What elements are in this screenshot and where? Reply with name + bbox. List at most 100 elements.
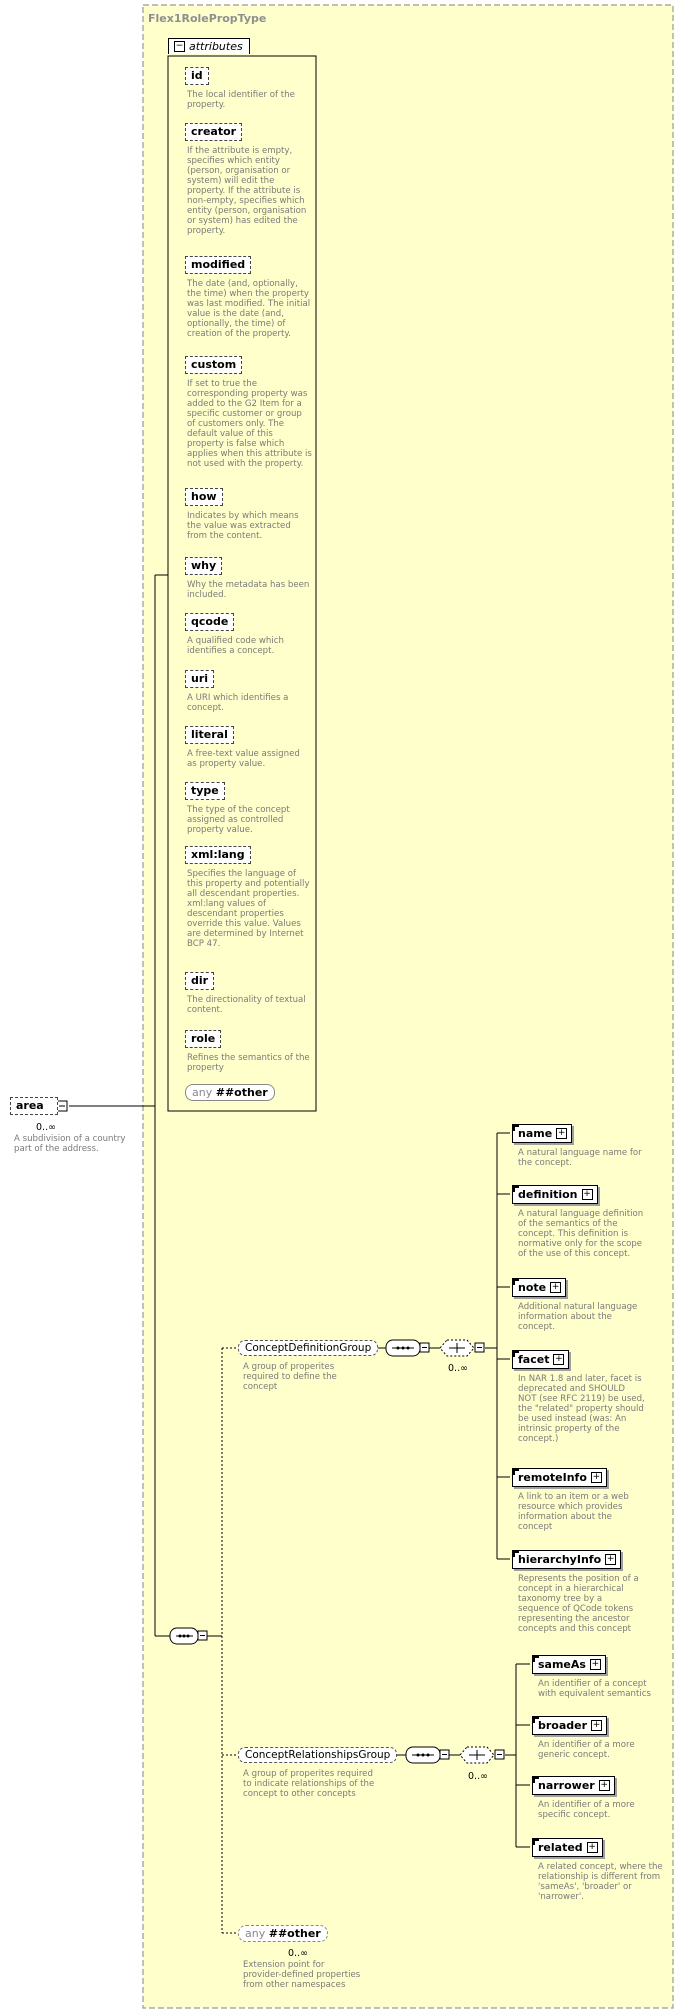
- attribute-4[interactable]: how: [185, 488, 223, 506]
- element-corner-mark: [513, 1469, 519, 1475]
- expand-icon[interactable]: +: [598, 1780, 610, 1791]
- attributes-label: attributes: [189, 40, 243, 53]
- any-other-cardinality: 0..∞: [288, 1948, 308, 1959]
- expand-icon[interactable]: +: [553, 1354, 565, 1365]
- concept_definition_group-element-desc-0: A natural language name for the concept.: [518, 1148, 642, 1168]
- concept_relationships_group-element-2[interactable]: narrower+: [532, 1776, 615, 1795]
- attribute-10[interactable]: xml:lang: [185, 846, 251, 864]
- concept_relationships_group-element-desc-1: An identifier of a more generic concept.: [538, 1740, 635, 1760]
- root-cardinality: 0..∞: [36, 1122, 56, 1133]
- attribute-desc-0: The local identifier of the property.: [187, 90, 295, 110]
- concept-definition-group-desc: A group of properites required to define…: [243, 1362, 337, 1392]
- attribute-desc-1: If the attribute is empty, specifies whi…: [187, 146, 307, 236]
- attribute-desc-4: Indicates by which means the value was e…: [187, 511, 299, 541]
- concept_relationships_group-element-desc-3: A related concept, where the relationshi…: [538, 1862, 663, 1902]
- expand-icon[interactable]: +: [586, 1842, 598, 1853]
- root-collapse-toggle: [56, 1100, 68, 1112]
- element-corner-mark: [533, 1717, 539, 1723]
- concept_definition_group-element-2[interactable]: note+: [512, 1278, 567, 1297]
- attribute-6[interactable]: qcode: [185, 613, 235, 631]
- attribute-2[interactable]: modified: [185, 256, 252, 274]
- element-label: related: [538, 1841, 583, 1854]
- concept_relationships_group-element-0[interactable]: sameAs+: [532, 1655, 606, 1674]
- concept_relationships_group-element-desc-2: An identifier of a more specific concept…: [538, 1800, 635, 1820]
- any-other-description: Extension point for provider-defined pro…: [243, 1960, 361, 1990]
- element-label: note: [518, 1281, 547, 1294]
- element-corner-mark: [513, 1186, 519, 1192]
- concept_definition_group-element-desc-1: A natural language definition of the sem…: [518, 1209, 644, 1259]
- concept_relationships_group-element-3[interactable]: related+: [532, 1838, 603, 1857]
- attribute-desc-2: The date (and, optionally, the time) whe…: [187, 279, 311, 339]
- expand-icon[interactable]: +: [591, 1720, 603, 1731]
- root-element-area[interactable]: area: [10, 1097, 58, 1115]
- element-corner-mark: [513, 1551, 519, 1557]
- element-corner-mark: [513, 1279, 519, 1285]
- attribute-11[interactable]: dir: [185, 972, 215, 990]
- element-corner-mark: [513, 1125, 519, 1131]
- attribute-desc-8: A free-text value assigned as property v…: [187, 749, 300, 769]
- attribute-0[interactable]: id: [185, 67, 209, 85]
- element-label: remoteInfo: [518, 1471, 587, 1484]
- attribute-desc-10: Specifies the language of this property …: [187, 869, 310, 949]
- any-other-element[interactable]: any ##other: [238, 1925, 328, 1942]
- element-label: broader: [538, 1719, 588, 1732]
- attribute-3[interactable]: custom: [185, 356, 243, 374]
- attribute-8[interactable]: literal: [185, 726, 234, 744]
- attribute-desc-7: A URI which identifies a concept.: [187, 693, 289, 713]
- attribute-desc-6: A qualified code which identifies a conc…: [187, 636, 284, 656]
- root-description: A subdivision of a country part of the a…: [14, 1134, 126, 1154]
- expand-icon[interactable]: +: [556, 1128, 568, 1139]
- expand-icon[interactable]: +: [589, 1659, 601, 1670]
- element-corner-mark: [533, 1777, 539, 1783]
- element-corner-mark: [533, 1839, 539, 1845]
- cd-group-compositors: [362, 1339, 485, 1357]
- expand-icon[interactable]: +: [605, 1554, 617, 1565]
- concept_definition_group-element-desc-2: Additional natural language information …: [518, 1302, 638, 1332]
- concept_relationships_group-element-desc-0: An identifier of a concept with equivale…: [538, 1679, 651, 1699]
- attribute-5[interactable]: why: [185, 557, 223, 575]
- complex-type-title: Flex1RolePropType: [148, 12, 267, 25]
- connector-lines: [69, 574, 530, 1848]
- element-corner-mark: [513, 1351, 519, 1357]
- attributes-container: [167, 55, 317, 1112]
- concept_definition_group-element-0[interactable]: name+: [512, 1124, 573, 1143]
- attribute-9[interactable]: type: [185, 782, 225, 800]
- element-label: name: [518, 1127, 553, 1140]
- cd-choice-cardinality: 0..∞: [448, 1363, 468, 1374]
- attribute-7[interactable]: uri: [185, 670, 215, 688]
- expand-icon[interactable]: +: [550, 1282, 562, 1293]
- main-sequence-compositor: [169, 1627, 208, 1645]
- attribute-desc-11: The directionality of textual content.: [187, 995, 306, 1015]
- attribute-12[interactable]: role: [185, 1030, 222, 1048]
- attribute-desc-12: Refines the semantics of the property: [187, 1053, 310, 1073]
- element-label: facet: [518, 1353, 550, 1366]
- element-label: definition: [518, 1188, 578, 1201]
- concept-definition-group[interactable]: ConceptDefinitionGroup: [238, 1340, 379, 1356]
- attr-any-other[interactable]: any ##other: [185, 1084, 275, 1101]
- expand-icon[interactable]: +: [590, 1472, 602, 1483]
- concept_definition_group-element-desc-4: A link to an item or a web resource whic…: [518, 1492, 629, 1532]
- collapse-icon[interactable]: −: [174, 41, 185, 52]
- element-corner-mark: [533, 1656, 539, 1662]
- concept-relationships-group[interactable]: ConceptRelationshipsGroup: [238, 1747, 398, 1763]
- concept_definition_group-element-desc-3: In NAR 1.8 and later, facet is deprecate…: [518, 1374, 645, 1444]
- concept_definition_group-element-4[interactable]: remoteInfo+: [512, 1468, 607, 1487]
- concept_definition_group-element-5[interactable]: hierarchyInfo+: [512, 1550, 622, 1569]
- element-label: sameAs: [538, 1658, 586, 1671]
- attribute-desc-5: Why the metadata has been included.: [187, 580, 310, 600]
- attribute-desc-9: The type of the concept assigned as cont…: [187, 805, 290, 835]
- attributes-header[interactable]: − attributes: [168, 38, 250, 54]
- concept_definition_group-element-1[interactable]: definition+: [512, 1185, 598, 1204]
- expand-icon[interactable]: +: [581, 1189, 593, 1200]
- element-label: narrower: [538, 1779, 595, 1792]
- attribute-desc-3: If set to true the corresponding propert…: [187, 379, 312, 469]
- concept-relationships-group-desc: A group of properites required to indica…: [243, 1769, 375, 1799]
- cr-choice-cardinality: 0..∞: [468, 1771, 488, 1782]
- attribute-1[interactable]: creator: [185, 123, 243, 141]
- concept_definition_group-element-3[interactable]: facet+: [512, 1350, 570, 1369]
- concept_relationships_group-element-1[interactable]: broader+: [532, 1716, 608, 1735]
- group-connectors: [221, 1347, 238, 1934]
- concept_definition_group-element-desc-5: Represents the position of a concept in …: [518, 1574, 639, 1634]
- element-label: hierarchyInfo: [518, 1553, 602, 1566]
